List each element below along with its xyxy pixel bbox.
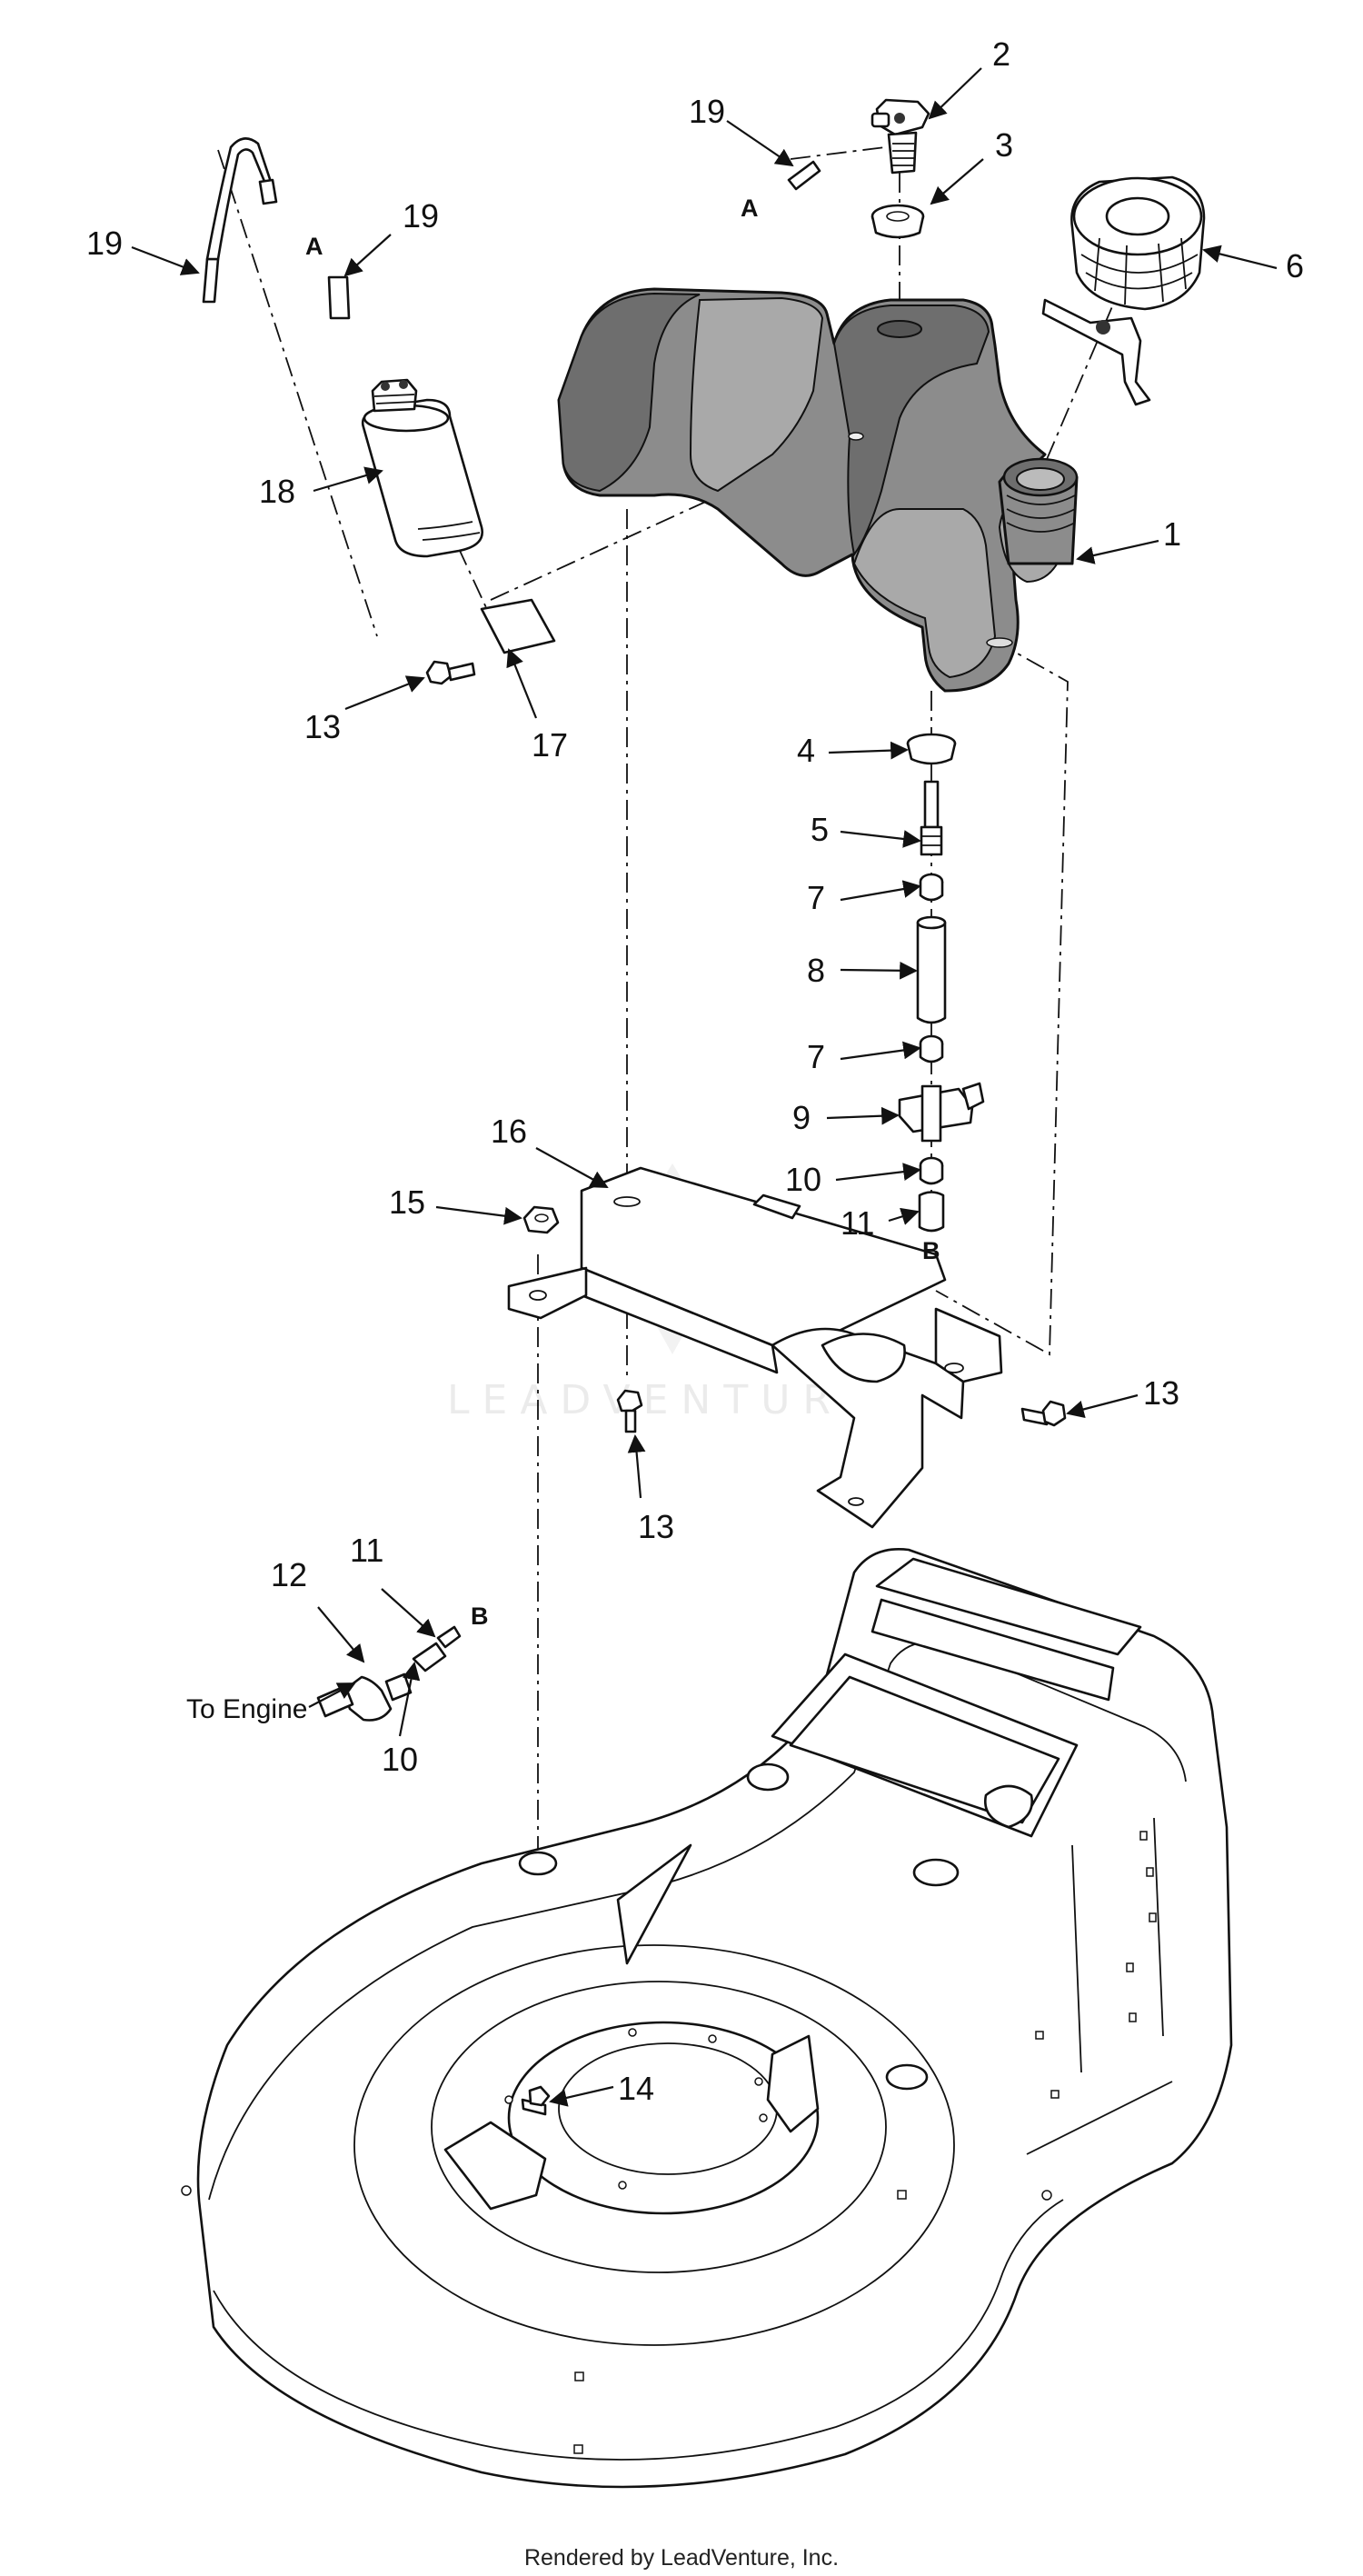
callout-10-stack: 10 (785, 1161, 821, 1198)
callout-17: 17 (532, 726, 568, 764)
callout-9: 9 (792, 1099, 811, 1136)
bolt-13-right (1020, 1400, 1067, 1427)
fuel-tank (557, 287, 1079, 693)
fuel-filter (361, 378, 483, 558)
callout-13-center: 13 (638, 1508, 674, 1545)
nut-15 (522, 1205, 560, 1234)
callout-labels: 19 19 19 2 3 6 1 18 13 17 4 5 7 8 7 9 10… (86, 35, 1304, 2107)
fuel-cap (1041, 175, 1206, 406)
connector-a-filter: A (305, 233, 323, 260)
callout-11-engine: 11 (350, 1532, 383, 1569)
bolt-13-center (616, 1389, 643, 1433)
connector-b-engine: B (471, 1603, 489, 1630)
callout-4: 4 (797, 732, 815, 769)
callout-7-upper: 7 (807, 879, 825, 916)
footer-credit: Rendered by LeadVenture, Inc. (524, 2545, 839, 2571)
callout-1: 1 (1163, 515, 1181, 553)
callout-12: 12 (271, 1556, 307, 1593)
callout-8: 8 (807, 952, 825, 989)
bolt-13-left (425, 660, 476, 685)
engine-fuel-line (316, 1625, 462, 1722)
callout-10-engine: 10 (382, 1741, 418, 1778)
deck-holes (181, 1831, 1157, 2454)
mower-deck (181, 1548, 1233, 2489)
connector-a-valve: A (741, 195, 759, 222)
callout-13-left: 13 (304, 708, 341, 745)
grommet-top (871, 204, 925, 239)
to-engine-label: To Engine (186, 1694, 307, 1724)
callout-16: 16 (491, 1113, 527, 1150)
callout-11-stack: 11 (841, 1204, 874, 1242)
callout-15: 15 (389, 1183, 425, 1221)
fuel-line-stack (898, 733, 985, 1233)
callout-19-top: 19 (689, 93, 725, 130)
callout-13-right: 13 (1143, 1374, 1179, 1412)
watermark-text: LEADVENTURE (447, 1377, 881, 1423)
callout-6: 6 (1286, 247, 1304, 285)
tank-bracket (507, 1166, 1003, 1529)
fuel-valve (871, 98, 930, 175)
leader-lines (131, 67, 1278, 2107)
callout-19-left: 19 (86, 225, 123, 262)
filter-clip (480, 598, 556, 654)
fuel-line-pieces-19 (202, 137, 821, 320)
callout-5: 5 (811, 811, 829, 848)
callout-7-lower: 7 (807, 1038, 825, 1075)
callout-2: 2 (992, 35, 1010, 73)
callout-18: 18 (259, 473, 295, 510)
callout-19-filter: 19 (403, 197, 439, 235)
connector-b-stack: B (922, 1237, 940, 1264)
callout-14: 14 (618, 2070, 654, 2107)
callout-3: 3 (995, 126, 1013, 164)
